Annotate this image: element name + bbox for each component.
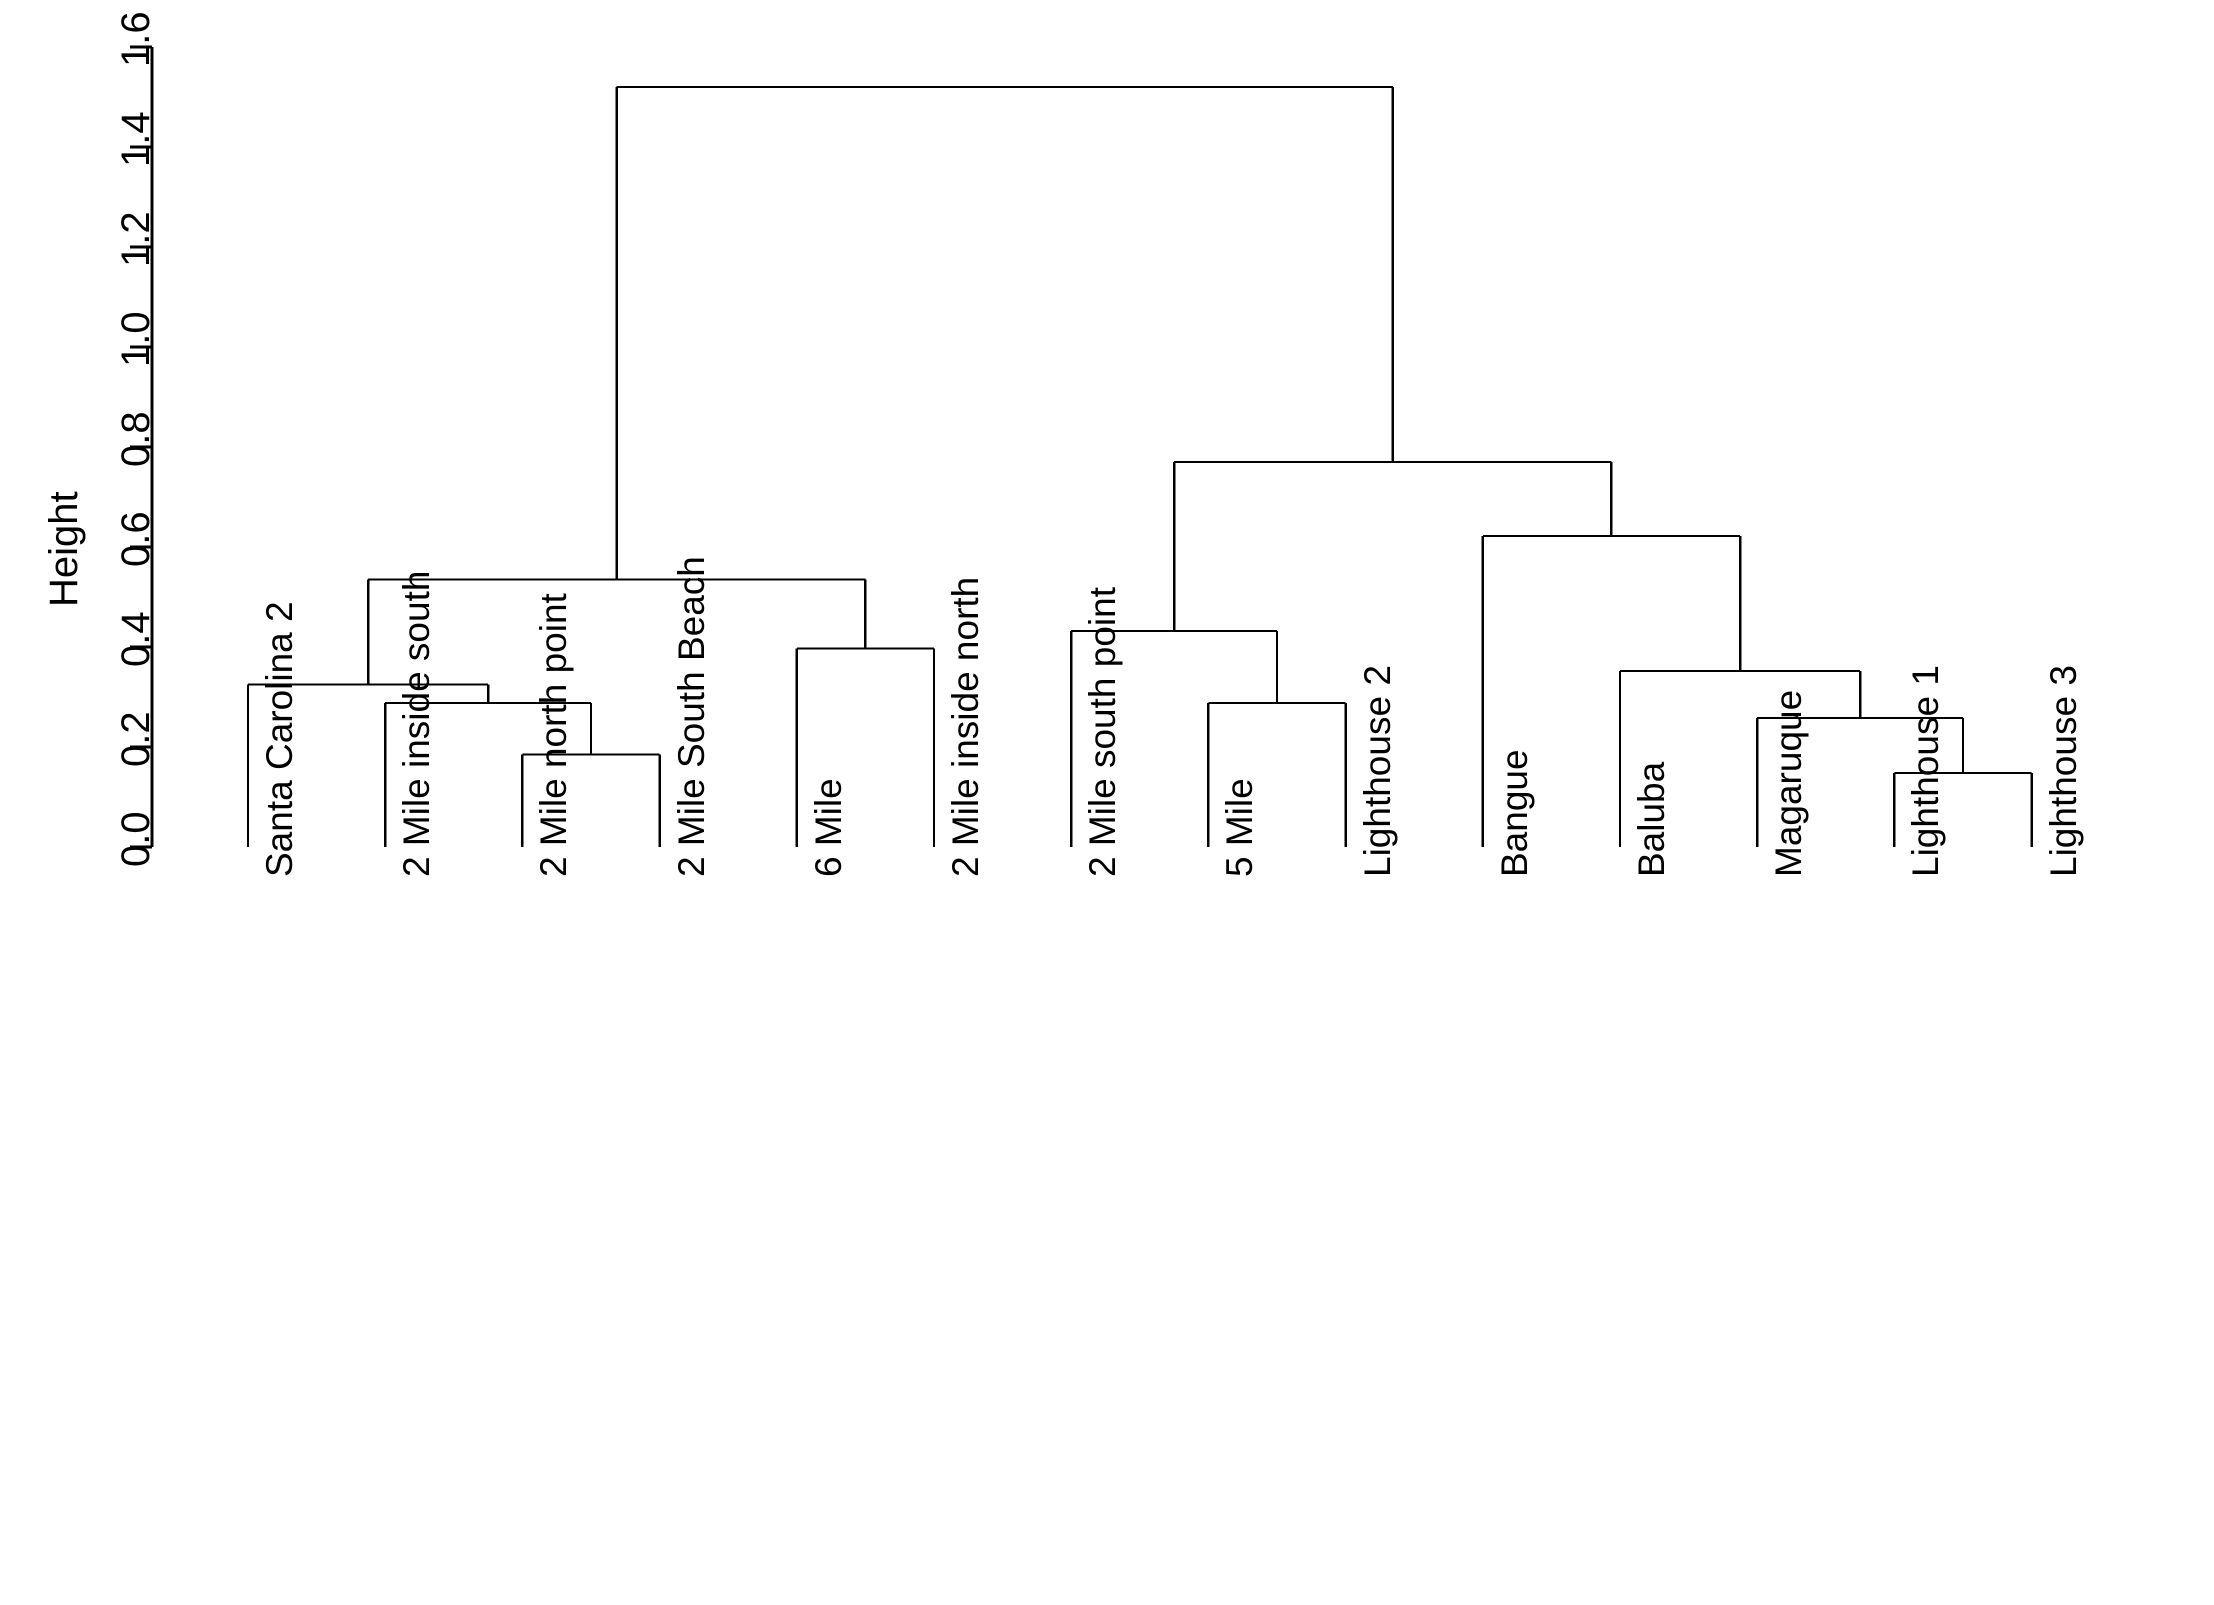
leaf-label: 2 Mile south point (1082, 586, 1124, 877)
leaf-label: Baluba (1631, 761, 1672, 877)
y-tick-label: 0.6 (114, 511, 158, 567)
y-tick-label: 0.0 (114, 811, 158, 867)
y-tick-label: 0.8 (114, 411, 158, 467)
y-tick-label: 1.4 (114, 111, 158, 167)
leaf-label: 2 Mile inside south (396, 570, 438, 877)
leaf-label: 2 Mile inside north (945, 576, 986, 877)
y-tick-label: 1.0 (114, 311, 158, 367)
y-axis-title: Height (42, 491, 86, 607)
y-tick-label: 0.4 (114, 611, 158, 667)
leaf-label: Santa Carolina 2 (259, 601, 300, 877)
leaf-label: Lighthouse 1 (1905, 665, 1947, 877)
leaf-label: 2 Mile South Beach (670, 556, 712, 877)
leaf-label: Bangue (1493, 749, 1535, 877)
leaf-label: 5 Mile (1219, 778, 1261, 877)
leaf-label: 2 Mile north point (533, 593, 575, 877)
leaf-label: Lighthouse 2 (1356, 665, 1398, 877)
leaf-label: 6 Mile (807, 778, 849, 877)
leaf-label: Magaruque (1768, 689, 1810, 877)
leaf-label: Lighthouse 3 (2042, 665, 2084, 877)
y-tick-label: 1.2 (114, 211, 158, 267)
y-tick-label: 0.2 (114, 711, 158, 767)
y-tick-label: 1.6 (114, 11, 158, 67)
